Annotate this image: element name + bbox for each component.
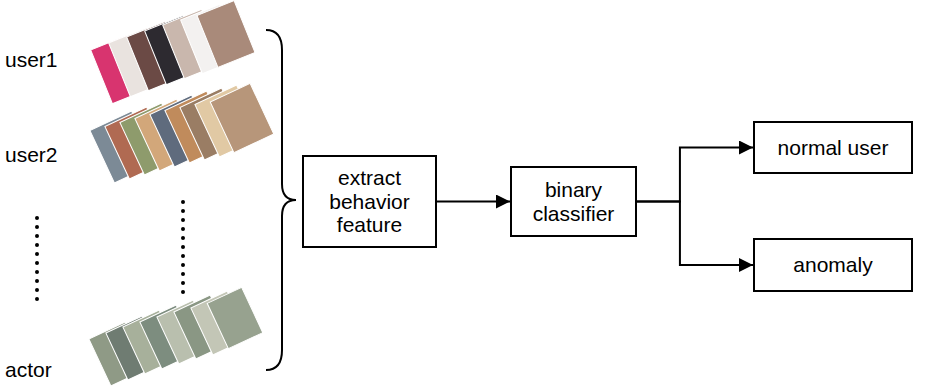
process-box: binary classifier: [510, 166, 637, 237]
box-text: binary classifier: [517, 178, 630, 225]
box-text: normal user: [778, 136, 889, 160]
process-box: anomaly: [753, 238, 913, 292]
arrow-connector: [637, 202, 753, 266]
process-box: extract behavior feature: [302, 155, 437, 248]
arrow-connector: [637, 148, 753, 202]
ellipsis-dots: [181, 202, 185, 298]
row-label: actor: [5, 358, 52, 381]
photo-card: [210, 83, 274, 152]
actor-image-stack: [89, 287, 263, 386]
process-box: normal user: [753, 121, 913, 174]
photo-card: [207, 287, 263, 348]
row-label: user2: [5, 143, 58, 166]
user2-image-stack: [90, 83, 274, 183]
box-text: anomaly: [793, 253, 872, 277]
photo-card: [197, 1, 255, 68]
ellipsis-dots: [35, 218, 39, 306]
box-text: extract behavior feature: [309, 166, 430, 237]
arrow-connector: [437, 201, 510, 203]
curly-brace: [266, 30, 296, 370]
row-label: user1: [5, 48, 58, 71]
